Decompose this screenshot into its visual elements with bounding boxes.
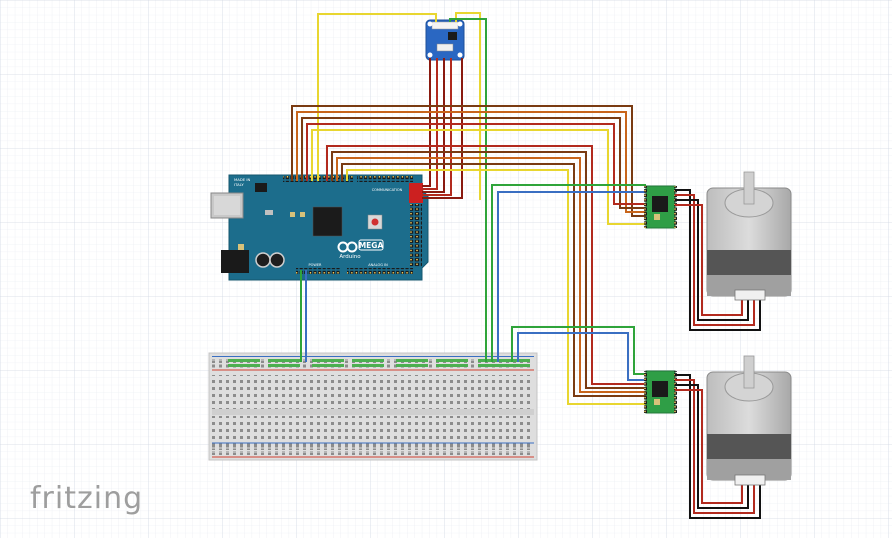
capacitor	[269, 252, 285, 268]
arduino-mega-board[interactable]: MEGA Arduino COMMUNICATION POWER ANALOG …	[210, 174, 429, 281]
wires-motor-1[interactable]	[675, 189, 761, 331]
power-label: POWER	[309, 263, 323, 267]
arduino-mega-label: MEGA	[359, 241, 384, 250]
italy-label: ITALY	[234, 182, 244, 187]
driver-chip	[652, 196, 668, 212]
stepper-motor-1[interactable]	[706, 171, 792, 301]
breadboard[interactable]	[208, 352, 538, 461]
stepper-driver-1[interactable]	[644, 185, 677, 229]
power-jack	[221, 250, 249, 273]
microcontroller-chip	[312, 206, 343, 237]
power-header	[296, 268, 340, 274]
stepper-driver-2[interactable]	[644, 370, 677, 414]
sensor-module[interactable]	[425, 19, 465, 61]
digital-header-right	[410, 204, 416, 267]
analog-label: ANALOG IN	[368, 263, 388, 267]
capacitor	[255, 252, 271, 268]
wires-power-signal[interactable]	[300, 184, 646, 381]
wires-to-drivers-top[interactable]	[291, 105, 646, 405]
analog-header	[347, 268, 413, 274]
wires-motor-2[interactable]	[675, 374, 761, 519]
made-in-label: MADE IN	[234, 177, 251, 182]
communication-label: COMMUNICATION	[372, 188, 403, 192]
sensor-chip	[448, 32, 457, 40]
communication-header	[357, 176, 413, 182]
arduino-brand-label: Arduino	[339, 254, 361, 260]
motor-shaft	[743, 171, 755, 205]
stepper-motor-2[interactable]	[706, 355, 792, 486]
fritzing-logo: fritzing	[30, 481, 143, 516]
motor-shaft	[743, 355, 755, 389]
arduino-logo	[337, 241, 358, 253]
driver-chip	[652, 381, 668, 397]
